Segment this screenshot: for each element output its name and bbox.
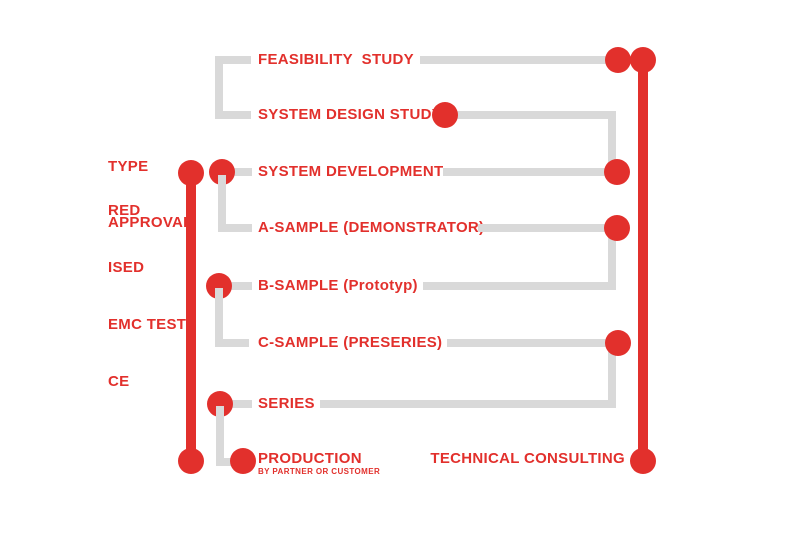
milestone-dot-asample-right	[604, 215, 630, 241]
bracket-feasibility-design-vertical	[215, 56, 223, 119]
connector-feasibility-right	[420, 56, 620, 64]
connector-series-right	[320, 400, 616, 408]
bracket-series-production-bottom	[216, 458, 238, 466]
stage-label-a-sample: A-SAMPLE (DEMONSTRATOR)	[258, 219, 485, 236]
stub-series-left	[229, 400, 252, 408]
type-approval-title-line2: APPROVAL	[108, 214, 193, 231]
milestone-dot-rail-bottom	[630, 448, 656, 474]
type-approval-title: TYPE APPROVAL	[108, 121, 193, 269]
milestone-dot-csample-right	[605, 330, 631, 356]
connector-csample-to-series	[608, 343, 616, 408]
type-approval-item-emc-test: EMC TEST	[108, 316, 187, 333]
stage-sublabel-production: BY PARTNER OR CUSTOMER	[258, 467, 381, 476]
connector-design-right	[450, 111, 616, 119]
bracket-development-asample-vertical	[218, 175, 226, 232]
milestone-dot-system-design	[432, 102, 458, 128]
technical-consulting-label: TECHNICAL CONSULTING	[430, 450, 625, 467]
bracket-feasibility-design-bottom	[215, 111, 251, 119]
connector-csample-right	[447, 339, 619, 347]
stage-label-system-development: SYSTEM DEVELOPMENT	[258, 163, 444, 180]
technical-consulting-rail	[638, 60, 648, 461]
bracket-bsample-csample-bottom	[215, 339, 249, 347]
stage-label-series: SERIES	[258, 395, 315, 412]
stage-label-system-design-study: SYSTEM DESIGN STUDY	[258, 106, 443, 123]
milestone-dot-feasibility	[605, 47, 631, 73]
connector-development-right	[443, 168, 619, 176]
connector-asample-right	[478, 224, 619, 232]
milestone-dot-rail-left-top	[178, 160, 204, 186]
connector-bsample-right	[423, 282, 616, 290]
stage-label-feasibility-study: FEASIBILITY STUDY	[258, 51, 414, 68]
type-approval-item-ce: CE	[108, 373, 130, 390]
milestone-dot-rail-left-bottom	[178, 448, 204, 474]
stage-label-c-sample: C-SAMPLE (PRESERIES)	[258, 334, 443, 351]
type-approval-items: RED ISED EMC TEST CE	[108, 164, 186, 428]
stub-bsample-left	[228, 282, 252, 290]
type-approval-item-red: RED	[108, 202, 141, 219]
stage-label-b-sample: B-SAMPLE (Prototyp)	[258, 277, 418, 294]
milestone-dot-rail-top	[630, 47, 656, 73]
type-approval-item-ised: ISED	[108, 259, 145, 276]
bracket-bsample-csample-vertical	[215, 288, 223, 347]
bracket-series-production-vertical	[216, 406, 224, 466]
bracket-development-asample-bottom	[218, 224, 252, 232]
connector-asample-to-bsample	[608, 228, 616, 290]
milestone-dot-production	[230, 448, 256, 474]
type-approval-rail	[186, 173, 196, 461]
connector-design-to-development	[608, 111, 616, 176]
stub-system-development-left	[232, 168, 252, 176]
bracket-feasibility-design-top	[215, 56, 251, 64]
type-approval-title-line1: TYPE	[108, 158, 149, 175]
milestone-dot-development-right	[604, 159, 630, 185]
stage-label-production: PRODUCTION	[258, 450, 362, 467]
